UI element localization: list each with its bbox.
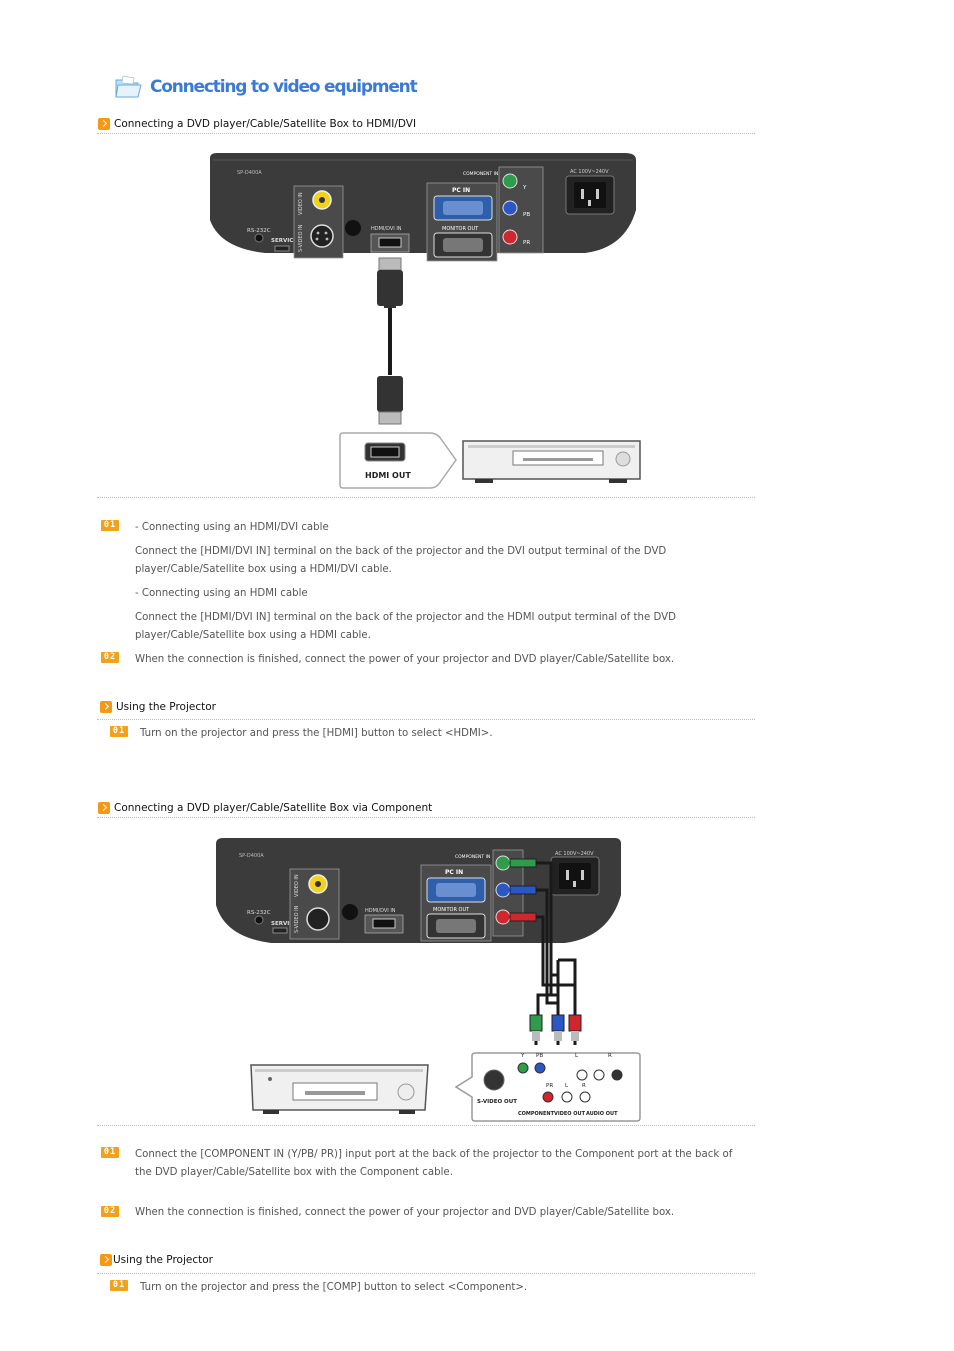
dvd-rear-callout — [454, 1052, 641, 1122]
svg-text:L: L — [565, 1083, 569, 1089]
arrow-right-icon — [98, 118, 110, 130]
component-pr-port — [495, 909, 511, 925]
step-badge-02: 02 — [101, 1206, 119, 1217]
svg-text:PC IN: PC IN — [445, 869, 463, 876]
svg-text:Y: Y — [522, 185, 527, 191]
svg-text:R: R — [582, 1083, 586, 1089]
model-label: SP-D400A — [237, 170, 262, 176]
section-heading-text: Connecting a DVD player/Cable/Satellite … — [114, 118, 417, 130]
step-1-line-1: - Connecting using an HDMI/DVI cable — [135, 522, 329, 533]
section-heading-text: Using the Projector — [116, 701, 216, 713]
service-port — [274, 245, 290, 252]
hdmi-cable-plug-top — [377, 270, 403, 306]
step-1-line-4: Connect the [HDMI/DVI IN] terminal on th… — [135, 612, 676, 641]
svg-text:COMPONENT: COMPONENT — [518, 1111, 555, 1117]
rs232-port — [254, 233, 264, 243]
section-heading-using-2: Using the Projector — [100, 1252, 213, 1268]
divider — [97, 1125, 755, 1126]
section-heading-text: Using the Projector — [113, 1254, 213, 1266]
pc-in-label: PC IN — [452, 187, 470, 194]
service-label: SERVICE — [271, 238, 297, 244]
svg-text:PR: PR — [546, 1083, 553, 1089]
step-badge-01: 01 — [101, 1147, 119, 1158]
svg-text:PB: PB — [523, 212, 530, 218]
hdmi-in-port — [372, 918, 396, 929]
step-badge-01: 01 — [110, 1280, 128, 1291]
svg-text:R: R — [608, 1053, 612, 1059]
divider — [97, 497, 755, 498]
hdmi-in-port — [378, 237, 402, 248]
svg-text:PR: PR — [523, 240, 530, 246]
svg-text:HDMI/DVI IN: HDMI/DVI IN — [365, 908, 396, 914]
svg-text:VIDEO OUT: VIDEO OUT — [554, 1111, 586, 1117]
component-y-port — [495, 855, 511, 871]
component-y-port — [502, 173, 518, 189]
rs232-label: RS-232C — [247, 228, 271, 234]
page-title-block: Connecting to video equipment — [114, 70, 418, 104]
component-connection-diagram: SP-D400A RS-232C SERVICE VIDEO IN S-VIDE… — [216, 838, 641, 1122]
rs232-label: RS-232C — [247, 910, 271, 916]
svg-text:Y: Y — [520, 1053, 525, 1059]
page-title: Connecting to video equipment — [150, 77, 418, 97]
svg-text:SP-D400A: SP-D400A — [239, 853, 264, 859]
component-step-1-text: Connect the [COMPONENT IN (Y/PB/ PR)] in… — [135, 1149, 733, 1178]
step-badge-02: 02 — [101, 652, 119, 663]
arrow-right-icon — [100, 1254, 112, 1266]
component-pb-port — [502, 200, 518, 216]
folder-icon — [115, 75, 142, 98]
section-heading-component: Connecting a DVD player/Cable/Satellite … — [98, 800, 432, 816]
svideo-out-port — [483, 1069, 505, 1091]
hdmi-out-port — [370, 446, 400, 458]
monitor-out-label: MONITOR OUT — [442, 226, 479, 232]
hdmi-connection-diagram: SP-D400A RS-232C SERVICE VIDEO IN S-VIDE… — [210, 153, 641, 489]
svg-text:S-VIDEO IN: S-VIDEO IN — [294, 905, 300, 933]
component-out-y-port — [517, 1062, 529, 1074]
lens-hole — [345, 220, 361, 236]
divider — [97, 719, 755, 720]
divider — [97, 817, 755, 818]
arrow-right-icon — [100, 701, 112, 713]
hdmi-cable-plug-bottom — [377, 376, 403, 412]
component-in-label: COMPONENT IN — [463, 171, 498, 177]
step-badge-01: 01 — [101, 520, 119, 531]
component-pr-port — [502, 229, 518, 245]
service-label: SERVICE — [271, 921, 297, 927]
section-heading-text: Connecting a DVD player/Cable/Satellite … — [114, 802, 433, 814]
divider — [97, 133, 755, 134]
section-heading-hdmi: Connecting a DVD player/Cable/Satellite … — [98, 116, 416, 132]
svg-text:S-VIDEO OUT: S-VIDEO OUT — [477, 1099, 517, 1105]
svg-text:AUDIO OUT: AUDIO OUT — [586, 1111, 618, 1117]
step-badge-01: 01 — [110, 726, 128, 737]
arrow-right-icon — [98, 802, 110, 814]
step-2-text: When the connection is finished, connect… — [135, 654, 675, 665]
using-1-text: Turn on the projector and press the [HDM… — [140, 728, 493, 739]
hdmi-out-label: HDMI OUT — [365, 471, 411, 480]
hdmi-dvi-in-label: HDMI/DVI IN — [371, 226, 402, 232]
svideo-in-port — [306, 907, 330, 931]
step-1-line-2: Connect the [HDMI/DVI IN] terminal on th… — [135, 546, 667, 575]
svg-text:COMPONENT IN: COMPONENT IN — [455, 854, 490, 860]
component-plugs — [529, 1014, 582, 1041]
component-step-2-text: When the connection is finished, connect… — [135, 1207, 675, 1218]
step-1-line-3: - Connecting using an HDMI cable — [135, 588, 308, 599]
svideo-in-port — [310, 224, 334, 248]
video-in-label: VIDEO IN — [298, 192, 304, 215]
section-heading-using-1: Using the Projector — [100, 699, 216, 715]
svg-text:PB: PB — [536, 1053, 543, 1059]
component-pb-port — [495, 882, 511, 898]
using-2-text: Turn on the projector and press the [COM… — [140, 1282, 528, 1293]
svg-text:VIDEO IN: VIDEO IN — [294, 874, 300, 897]
svg-text:AC 100V~240V: AC 100V~240V — [555, 851, 594, 857]
ac-label: AC 100V~240V — [570, 169, 609, 175]
svg-text:L: L — [575, 1053, 579, 1059]
svideo-in-label: S-VIDEO IN — [298, 224, 304, 252]
svg-text:MONITOR OUT: MONITOR OUT — [433, 907, 470, 913]
divider — [97, 1273, 755, 1274]
